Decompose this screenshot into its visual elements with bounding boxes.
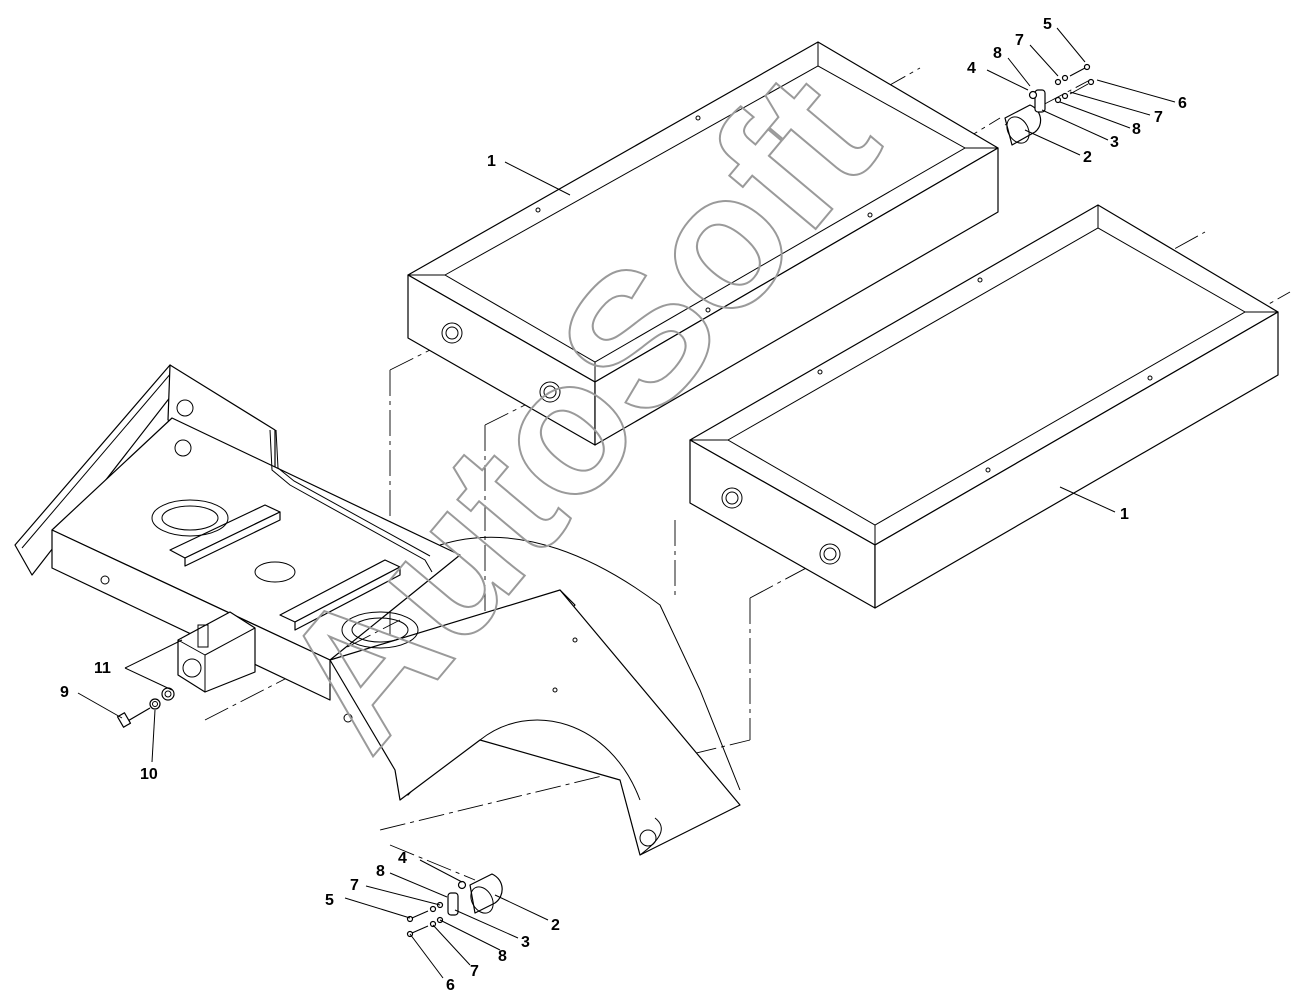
callout-labels: 1 1 5 7 8 4 6 7 8 3 2 11 9 10 4 8 7 5 2 … [60,16,1187,994]
fuel-tank-upper [407,41,999,446]
callout-6-bottom: 6 [446,977,455,994]
callout-7-top-a: 7 [1015,32,1024,49]
callout-5-bottom: 5 [325,892,334,909]
callout-8-bottom-a: 8 [376,863,385,880]
fuel-tank-lower [689,204,1279,609]
callout-3-bottom: 3 [521,934,530,951]
callout-11: 11 [94,660,111,677]
callout-2-bottom: 2 [551,917,560,934]
callout-8-top-b: 8 [1132,121,1141,138]
leader-lines [77,27,1176,979]
callout-4-top: 4 [967,60,976,77]
callout-6-top: 6 [1178,95,1187,112]
frame-weldment [14,364,741,856]
callout-2-top: 2 [1083,149,1092,166]
callout-8-bottom-b: 8 [498,948,507,965]
hardware-group-top [1004,63,1095,146]
callout-4-bottom: 4 [398,850,407,867]
callout-1-lower-tank: 1 [1120,506,1129,523]
callout-7-bottom-b: 7 [470,963,479,980]
callout-9: 9 [60,684,69,701]
callout-5-top: 5 [1043,16,1052,33]
callout-3-top: 3 [1110,134,1119,151]
hardware-group-left [116,687,175,728]
callout-10: 10 [140,766,158,783]
callout-7-top-b: 7 [1154,109,1163,126]
callout-8-top-a: 8 [993,45,1002,62]
callout-1-upper-tank: 1 [487,153,496,170]
callout-7-bottom-a: 7 [350,877,359,894]
